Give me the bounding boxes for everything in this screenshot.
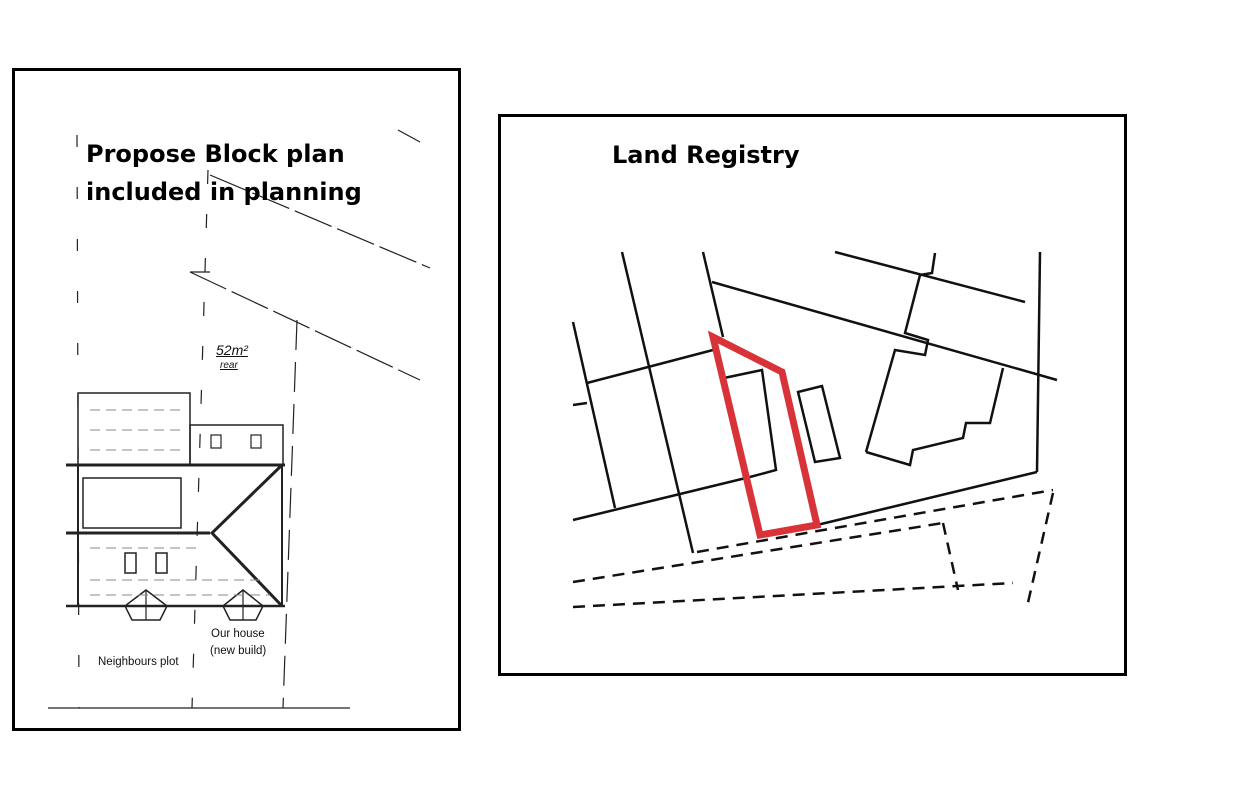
block-plan-sketch	[48, 129, 431, 709]
neighbours-plot-label: Neighbours plot	[98, 656, 179, 668]
land-registry-title: Land Registry	[612, 141, 800, 169]
our-house-label-2: (new build)	[210, 645, 267, 657]
roof-light	[82, 477, 182, 529]
block-plan-title-line2: included in planning	[86, 178, 362, 206]
bay-window-left	[124, 589, 168, 621]
bay-window-right	[222, 589, 264, 621]
land-registry-panel	[498, 114, 1127, 676]
block-plan-panel	[12, 68, 461, 731]
rear-extension	[77, 392, 191, 466]
block-plan-title-line1: Propose Block plan	[86, 140, 345, 168]
area-note: 52m²	[216, 342, 248, 358]
outbuilding	[796, 384, 842, 464]
neighbour-house	[864, 252, 937, 453]
land-registry-map	[571, 250, 1058, 609]
our-plot-boundary	[707, 330, 822, 540]
side-extension	[189, 424, 284, 466]
our-house-label-1: Our house	[211, 628, 265, 640]
area-sub: rear	[220, 360, 238, 371]
